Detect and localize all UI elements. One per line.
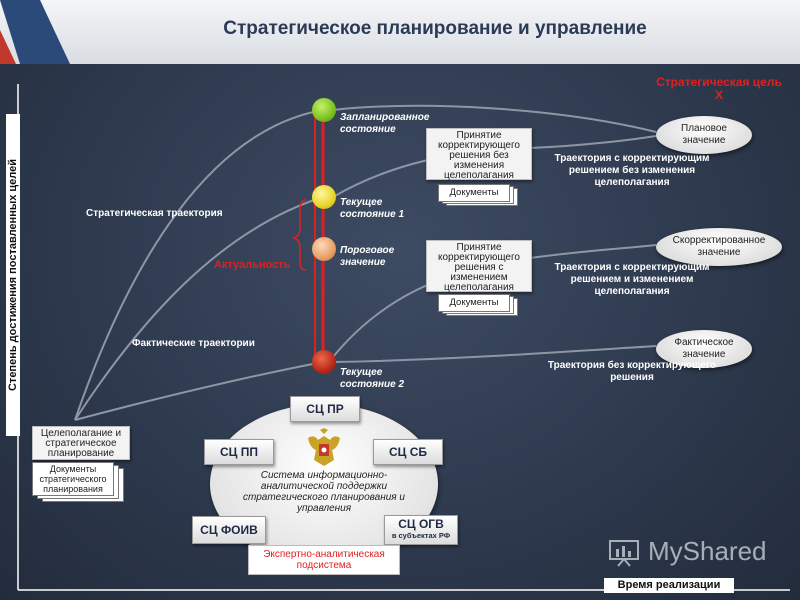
- trajectory-note-3: Траектория без корректирующего решения: [547, 360, 717, 383]
- current-state-2-circle: [312, 350, 336, 374]
- documents-label-2: Документы: [438, 294, 510, 312]
- trajectory-note-1: Траектория с корректирующим решением без…: [554, 153, 710, 188]
- actual-value-ellipse: Фактическое значение: [656, 330, 752, 368]
- threshold-circle: [312, 237, 336, 261]
- threshold-label: Пороговое значение: [340, 245, 395, 268]
- documents-stack-2: Документы: [438, 294, 528, 316]
- relevance-label: Актуальность: [214, 259, 291, 271]
- sc-foiv-box: СЦ ФОИВ: [192, 516, 266, 544]
- strategic-docs-stack: Документы стратегического планирования: [32, 462, 132, 504]
- planned-state-label: Запланированное состояние: [340, 112, 430, 135]
- watermark-logo: MyShared: [608, 536, 767, 567]
- sc-ogv-subtitle: в субъектах РФ: [391, 531, 451, 540]
- actual-trajectory-line-1: [74, 196, 324, 421]
- actual-trajectories-label: Фактические траектории: [132, 338, 255, 349]
- header-bar: Стратегическое планирование и управление: [0, 0, 800, 64]
- sc-ogv-box: СЦ ОГВ в субъектах РФ: [384, 515, 458, 545]
- sc-sb-box: СЦ СБ: [373, 439, 443, 465]
- current-state-2-label: Текущее состояние 2: [340, 367, 405, 390]
- trajectory-note-2: Траектория с корректирующим решением и и…: [554, 262, 710, 297]
- strategic-trajectory-line: [74, 109, 324, 421]
- strategic-trajectory-label: Стратегическая траектория: [86, 208, 223, 219]
- goal-setting-card: Целеполагание и стратегическое планирова…: [32, 426, 130, 460]
- actual-trajectory-line-2: [74, 361, 324, 421]
- header-decoration: [0, 0, 70, 64]
- system-caption: Система информационно-аналитической подд…: [243, 470, 405, 514]
- planned-state-circle: [312, 98, 336, 122]
- decision-card-with-change: Принятие корректирующего решения с измен…: [426, 240, 532, 293]
- presentation-icon: [609, 539, 639, 567]
- current-state-1-label: Текущее состояние 1: [340, 197, 405, 220]
- plan-value-ellipse: Плановое значение: [656, 116, 752, 154]
- page-title: Стратегическое планирование и управление: [223, 18, 647, 39]
- current-state-1-circle: [312, 185, 336, 209]
- coat-of-arms-icon: [308, 428, 340, 466]
- expert-subsystem-box: Экспертно-аналитическая подсистема: [248, 545, 400, 575]
- strategic-goal-label: Стратегическая цель X: [656, 75, 782, 102]
- sc-pr-box: СЦ ПР: [290, 396, 360, 422]
- x-axis-label: Время реализации: [604, 578, 734, 593]
- decision-card-without-change: Принятие корректирующего решения без изм…: [426, 128, 532, 181]
- watermark-text: MyShared: [648, 536, 767, 566]
- y-axis-label: Степень достижения поставленных целей: [6, 114, 20, 436]
- corrected-value-ellipse: Скорректированное значение: [656, 228, 782, 266]
- sc-ogv-title: СЦ ОГВ: [398, 517, 444, 531]
- documents-label-1: Документы: [438, 184, 510, 202]
- strategic-docs-label: Документы стратегического планирования: [32, 462, 114, 496]
- documents-stack-1: Документы: [438, 184, 528, 206]
- sc-pp-box: СЦ ПП: [204, 439, 274, 465]
